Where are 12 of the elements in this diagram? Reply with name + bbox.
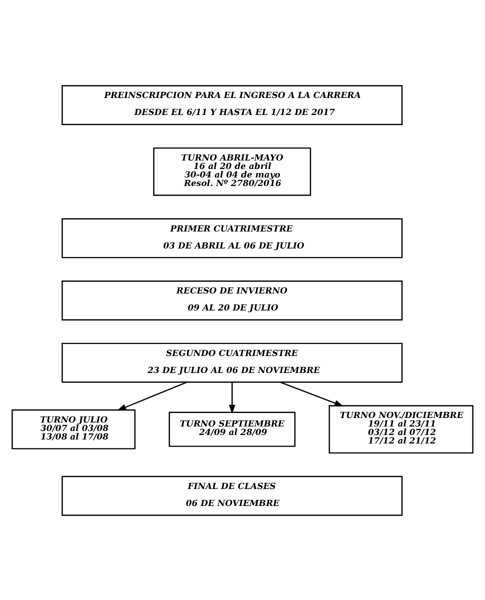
node-box: TURNO JULIO 30/07 al 03/08 13/08 al 17/08 [12,408,136,449]
arrow [280,381,344,406]
node-box: PREINSCRIPCION PARA EL INGRESO A LA CARRERA DESDE EL 6/11 Y HASTA EL 1/12 DE 2017 [62,84,403,125]
node-box: FINAL DE CLASES 06 DE NOVIEMBRE [62,475,403,516]
node-box: TURNO ABRIL-MAYO 16 al 20 de abril 30-04 al 04 de mayo Resol. Nº 2780/2016 [153,146,312,196]
node-box: SEGUNDO CUATRIMESTRE 23 DE JULIO AL 06 DE NOVIEMBRE [62,342,403,382]
node-box: PRIMER CUATRIMESTRE 03 DE ABRIL AL 06 DE JULIO [62,218,403,258]
node-box: TURNO NOV./DICIEMBRE 19/11 al 23/11 03/12 al 07/12 17/12 al 21/12 [328,404,474,454]
arrow [228,382,236,414]
arrow [117,381,187,410]
node-box: RECESO DE INVIERNO 09 AL 20 DE JULIO [62,280,403,320]
node-box: TURNO SEPTIEMBRE 24/09 al 28/09 [168,411,296,446]
